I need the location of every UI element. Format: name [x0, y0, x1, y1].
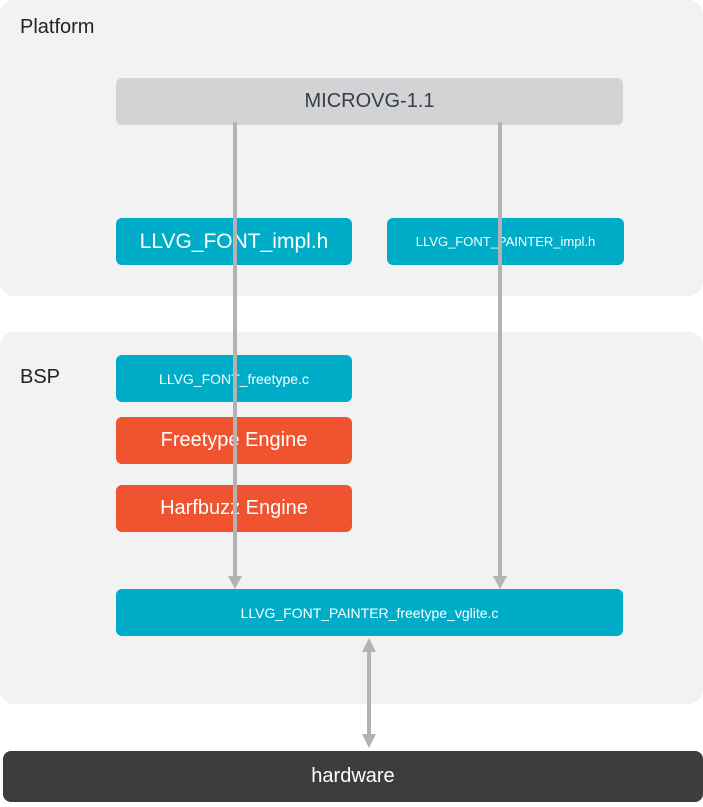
- platform-title: Platform: [20, 16, 95, 38]
- microvg-box: MICROVG-1.1: [116, 78, 623, 125]
- hardware-box: hardware: [3, 751, 703, 802]
- llvg-font-impl-box: LLVG_FONT_impl.h: [116, 218, 352, 265]
- hardware-arrow-down-head: [362, 734, 376, 748]
- bsp-title: BSP: [20, 366, 61, 388]
- llvg-font-painter-impl-box: LLVG_FONT_PAINTER_impl.h: [387, 218, 624, 265]
- harfbuzz-engine-box: Harfbuzz Engine: [116, 485, 352, 532]
- llvg-font-painter-freetype-vglite-box: LLVG_FONT_PAINTER_freetype_vglite.c: [116, 589, 623, 636]
- llvg-font-freetype-box: LLVG_FONT_freetype.c: [116, 355, 352, 402]
- freetype-engine-box: Freetype Engine: [116, 417, 352, 464]
